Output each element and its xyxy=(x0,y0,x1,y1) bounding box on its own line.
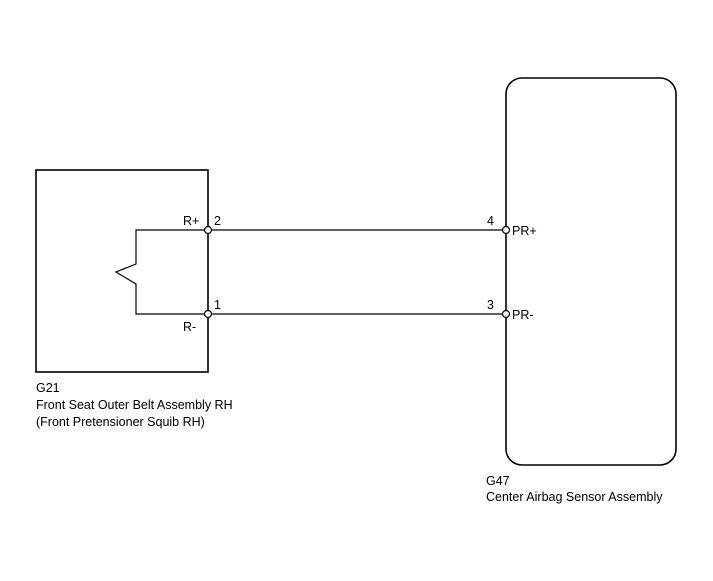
g21-code-label: G21 xyxy=(36,381,60,395)
g21-pin-number-2: 2 xyxy=(214,214,221,228)
g47-pin-number-4: 4 xyxy=(487,214,494,228)
g21-pin-signal-r-minus: R- xyxy=(183,320,196,334)
g47-code-label: G47 xyxy=(486,474,510,488)
g47-pin-number-3: 3 xyxy=(487,298,494,312)
g47-pin-signal-pr-minus: PR- xyxy=(512,308,534,322)
g21-name-label: Front Seat Outer Belt Assembly RH xyxy=(36,398,233,412)
g21-subname-label: (Front Pretensioner Squib RH) xyxy=(36,415,205,429)
g47-pin-signal-pr-plus: PR+ xyxy=(512,224,537,238)
g21-pin-2-terminal xyxy=(203,225,213,235)
g47-pin-4-terminal xyxy=(501,225,511,235)
g21-pin-1-terminal xyxy=(203,309,213,319)
g21-pin-number-1: 1 xyxy=(214,298,221,312)
g47-name-label: Center Airbag Sensor Assembly xyxy=(486,490,663,504)
squib-element xyxy=(114,229,208,315)
g21-pin-signal-r-plus: R+ xyxy=(183,214,199,228)
g47-component-box xyxy=(505,77,677,466)
g47-pin-3-terminal xyxy=(501,309,511,319)
g21-component-box xyxy=(35,169,209,373)
